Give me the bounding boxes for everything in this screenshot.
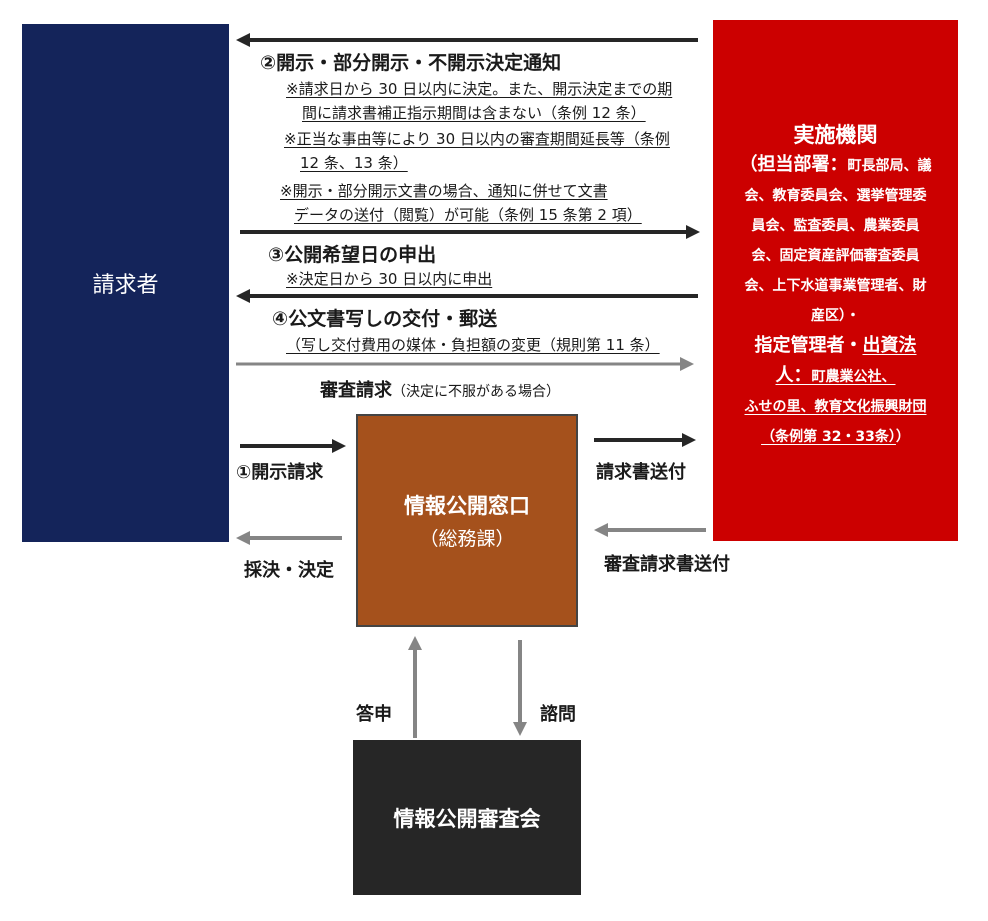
label-judgment: 採決・決定 [244,560,334,581]
agency-line-10b: ） [895,429,910,445]
note-desired-date: ※決定日から 30 日以内に申出 [286,270,493,288]
agency-line-7b: 出資法 [862,335,917,356]
agency-line-5: 会、上下水道事業管理者、財 [744,278,927,294]
label-disclosure-request: ①開示請求 [236,462,324,483]
note-decision-1b: 間に請求書補正指示期間は含まない（条例 12 条） [302,104,646,122]
label-delivery: ④公文書写しの交付・郵送 [272,308,498,330]
note-decision-3a: ※開示・部分開示文書の場合、通知に併せて文書 [280,182,608,200]
label-review-request-main: 審査請求 [320,380,392,401]
label-review-request-note: （決定に不服がある場合） [392,384,560,400]
note-decision-2b: 12 条、13 条） [300,154,408,172]
agency-box: 実施機関 （担当部署：町長部局、議 会、教育委員会、選挙管理委 員会、監査委員、… [713,20,958,541]
office-subtitle: （総務課） [419,528,515,550]
agency-line-6: 産区）・ [811,308,860,324]
agency-line-10: （条例第 32・33条）） [761,422,910,452]
agency-line-8: 人：町農業公社、 [776,361,896,392]
agency-line-3: 員会、監査委員、農業委員 [751,218,920,234]
office-box: 情報公開窓口 （総務課） [356,414,578,627]
council-label: 情報公開審査会 [393,806,541,831]
label-desired-date: ③公開希望日の申出 [268,244,437,266]
agency-line-1-rest: 町長部局、議 [847,158,932,174]
agency-line-8a: 人： [775,365,812,386]
agency-line-4: 会、固定資産評価審査委員 [751,248,920,264]
label-send-request: 請求書送付 [596,462,686,483]
note-decision-3b: データの送付（閲覧）が可能（条例 15 条第 2 項） [294,206,642,224]
agency-line-2: 会、教育委員会、選挙管理委 [744,188,927,204]
label-review-request: 審査請求（決定に不服がある場合） [320,376,560,402]
label-send-review: 審査請求書送付 [604,554,730,575]
agency-line-8b: 町農業公社、 [811,369,896,385]
note-decision-2a: ※正当な事由等により 30 日以内の審査期間延長等（条例 [284,130,670,148]
agency-line-1-head: （担当部署： [739,154,848,175]
agency-line-10a: （条例第 32・33条） [761,429,896,445]
agency-line-9: ふせの里、教育文化振興財団 [744,399,927,415]
agency-title: 実施機関 [793,123,878,147]
agency-line-1: （担当部署：町長部局、議 [740,150,932,181]
note-delivery: （写し交付費用の媒体・負担額の変更（規則第 11 条） [286,336,660,354]
label-decision-notice: ②開示・部分開示・不開示決定通知 [260,52,562,74]
label-consult: 諮問 [540,704,576,725]
requester-label: 請求者 [92,273,159,298]
office-title: 情報公開窓口 [404,494,530,518]
requester-box: 請求者 [22,24,229,542]
agency-line-7a: 指定管理者・ [754,335,863,356]
label-report: 答申 [356,704,392,725]
note-decision-1a: ※請求日から 30 日以内に決定。また、開示決定までの期 [286,80,673,98]
agency-line-7: 指定管理者・出資法 [755,331,917,361]
council-box: 情報公開審査会 [353,740,581,895]
